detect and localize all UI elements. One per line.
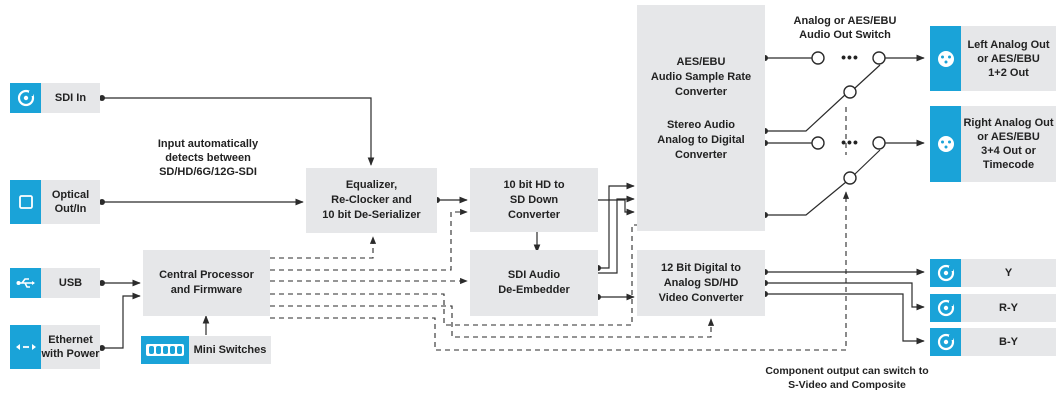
audio-deembedder-label: SDI Audio De-Embedder xyxy=(498,269,570,296)
switch-left-out xyxy=(872,51,886,65)
ethernet-arrows-icon xyxy=(10,325,41,369)
ethernet-label: Ethernet with Power xyxy=(41,334,100,360)
switch-left-in xyxy=(811,51,825,65)
downconv-to-aes xyxy=(598,199,635,216)
dac-block: 12 Bit Digital to Analog SD/HD Video Con… xyxy=(637,250,765,316)
usb-label: USB xyxy=(58,277,83,289)
optical-label: Optical Out/In xyxy=(51,189,90,215)
switch-right-lever xyxy=(854,149,881,175)
left-out-label: Left Analog Out or AES/EBU 1+2 Out xyxy=(967,38,1050,79)
aes-src-label: AES/EBU Audio Sample Rate Converter xyxy=(650,56,752,98)
audio-deembedder-block: SDI Audio De-Embedder xyxy=(470,250,598,316)
left-out-port: Left Analog Out or AES/EBU 1+2 Out xyxy=(930,26,1056,91)
sdi-in-line xyxy=(102,97,375,166)
y-out-port: Y xyxy=(930,259,1056,287)
y-label: Y xyxy=(1004,267,1013,279)
switch-right-pivot xyxy=(843,171,857,185)
ctrl-to-switches xyxy=(270,191,850,351)
bnc-connector-icon xyxy=(930,328,961,356)
switch-annotation: Analog or AES/EBU Audio Out Switch xyxy=(793,15,897,41)
ethernet-port: Ethernet with Power xyxy=(10,325,100,369)
xlr-connector-icon xyxy=(930,26,961,91)
bnc-connector-icon xyxy=(10,83,41,113)
right-out-port: Right Analog Out or AES/EBU 3+4 Out or T… xyxy=(930,106,1056,182)
input-detect-annotation: Input automatically detects between SD/H… xyxy=(157,138,259,178)
ry-label: R-Y xyxy=(999,302,1018,314)
hd-down-converter-label: 10 bit HD to SD Down Converter xyxy=(503,178,565,221)
switch-dots-right: ••• xyxy=(841,134,859,150)
dac-to-ry-line xyxy=(765,282,925,311)
sdi-in-port: SDI In xyxy=(10,83,100,113)
usb-icon xyxy=(10,268,41,298)
usb-port: USB xyxy=(10,268,100,298)
optical-port: Optical Out/In xyxy=(10,180,100,224)
mini-switches-port: Mini Switches xyxy=(141,336,271,364)
stereo-adc-label: Stereo Audio Analog to Digital Converter xyxy=(657,119,745,161)
adc-to-switch-left xyxy=(765,93,847,132)
switch-right-out xyxy=(872,136,886,150)
dac-to-by-line xyxy=(765,293,925,345)
cpu-label: Central Processor and Firmware xyxy=(159,269,254,296)
ctrl-to-dac xyxy=(270,305,715,338)
switch-dots-left: ••• xyxy=(841,49,859,65)
sdi-in-label: SDI In xyxy=(54,92,87,104)
ctrl-to-eq xyxy=(270,236,377,259)
right-out-label: Right Analog Out or AES/EBU 3+4 Out or T… xyxy=(963,117,1054,171)
hd-down-converter-block: 10 bit HD to SD Down Converter xyxy=(470,168,598,232)
equalizer-block: Equalizer, Re-Clocker and 10 bit De-Seri… xyxy=(306,168,437,233)
bnc-connector-icon xyxy=(930,259,961,287)
by-label: B-Y xyxy=(999,336,1018,348)
equalizer-label: Equalizer, Re-Clocker and 10 bit De-Seri… xyxy=(322,179,421,221)
audio-converter-block: AES/EBU Audio Sample Rate Converter Ster… xyxy=(637,5,765,231)
ethernet-line xyxy=(102,292,141,349)
dac-label: 12 Bit Digital to Analog SD/HD Video Con… xyxy=(658,261,744,304)
ctrl-to-downconv xyxy=(270,208,468,271)
dip-switch-icon xyxy=(141,336,189,364)
cpu-block: Central Processor and Firmware xyxy=(143,250,270,316)
deemb-to-aes-1 xyxy=(598,182,635,269)
switch-left-lever xyxy=(854,64,881,89)
switch-right-in xyxy=(811,136,825,150)
by-out-port: B-Y xyxy=(930,328,1056,356)
mini-switches-label: Mini Switches xyxy=(193,344,267,356)
optical-square-icon xyxy=(10,180,41,224)
ctrl-to-aes xyxy=(270,221,645,326)
component-annotation: Component output can switch to S-Video a… xyxy=(765,365,929,391)
ry-out-port: R-Y xyxy=(930,294,1056,322)
switch-left-pivot xyxy=(843,85,857,99)
deemb-to-aes-2 xyxy=(598,195,635,274)
bnc-connector-icon xyxy=(930,294,961,322)
xlr-connector-icon xyxy=(930,106,961,182)
adc-to-switch-right xyxy=(765,181,847,216)
